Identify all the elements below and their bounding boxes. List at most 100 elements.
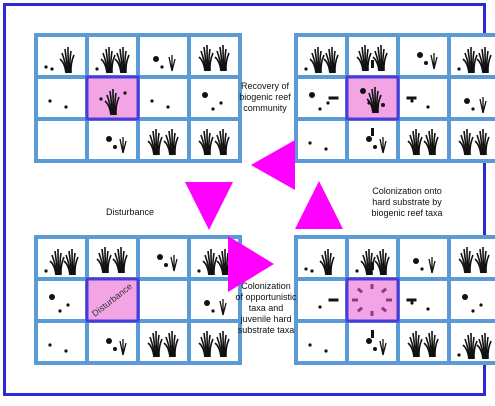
seagrass-icon [198, 128, 214, 156]
dot-icon [420, 267, 424, 271]
seagrass-icon [423, 330, 439, 358]
grid-cell [38, 37, 85, 75]
dot-icon [471, 107, 475, 111]
dot-icon [64, 105, 68, 109]
dot-icon [324, 349, 328, 353]
label-colonization-hard: Colonization onto hard substrate by biog… [371, 186, 443, 218]
seagrass-icon [407, 128, 423, 156]
coral-blob-icon [157, 254, 163, 260]
seagrass-icon [458, 128, 474, 156]
dot-icon [308, 141, 312, 145]
grid-cell [140, 37, 187, 75]
dot-icon [310, 269, 314, 273]
grid-cell [451, 281, 495, 319]
seagrass-icon [114, 46, 130, 74]
coral-blob-icon [106, 338, 112, 344]
grid-cell [191, 323, 238, 361]
dot-icon [66, 303, 70, 307]
seagrass-icon [356, 44, 372, 72]
dot-icon [304, 267, 308, 271]
panel-top-left [34, 33, 242, 163]
sprig-icon [379, 137, 387, 154]
coral-blob-icon [153, 56, 159, 62]
grid-cell [89, 239, 136, 277]
seagrass-icon [100, 46, 116, 74]
coral-blob-icon [417, 52, 423, 58]
dot-icon [318, 305, 322, 309]
grid-cell [89, 323, 136, 361]
dot-icon [457, 67, 461, 71]
seagrass-icon [59, 46, 75, 74]
panel-bottom-right [294, 235, 495, 365]
grid-cell [140, 239, 187, 277]
seagrass-icon [163, 330, 179, 358]
coral-blob-icon [424, 61, 428, 65]
grid-cell [298, 121, 345, 159]
seagrass-icon [458, 246, 474, 274]
seagrass-icon [198, 44, 214, 72]
sprig-icon [379, 339, 387, 356]
settler-mark [380, 306, 388, 313]
dot-icon [211, 107, 215, 111]
dot-icon [219, 101, 223, 105]
coral-blob-icon [464, 98, 470, 104]
coral-blob-icon [113, 347, 117, 351]
seagrass-icon [372, 44, 388, 72]
dot-icon [150, 99, 154, 103]
coral-blob-icon [360, 88, 366, 94]
seagrass-icon [476, 46, 492, 74]
grid-cell [191, 37, 238, 75]
dot-icon [166, 105, 170, 109]
seagrass-icon [147, 128, 163, 156]
seagrass-icon [309, 46, 325, 74]
seagrass-icon [214, 128, 230, 156]
coral-blob-icon [49, 294, 55, 300]
seagrass-icon [214, 330, 230, 358]
grid-cell [38, 281, 85, 319]
triangle-up-icon [295, 181, 343, 229]
dot-icon [211, 309, 215, 313]
seagrass-icon [198, 330, 214, 358]
seagrass-icon [474, 128, 490, 156]
dot-icon [426, 105, 430, 109]
grid-cell [140, 323, 187, 361]
dot-icon [457, 353, 461, 357]
dot-icon [50, 67, 54, 71]
seagrass-icon [96, 246, 112, 274]
settler-mark [380, 287, 388, 294]
grid-cell [38, 79, 85, 117]
grid-cell [451, 79, 495, 117]
seagrass-icon [112, 246, 128, 274]
seagrass-icon [63, 248, 79, 276]
dot-icon [367, 101, 371, 105]
grid-cell [140, 79, 187, 117]
label-disturbance: Disturbance [105, 207, 155, 217]
grid-cell [298, 239, 345, 277]
dot-icon [426, 307, 430, 311]
grid-cell [140, 281, 187, 319]
label-recovery: Recovery of biogenic reef community [239, 81, 291, 113]
dot-icon [326, 101, 330, 105]
dot-icon [48, 343, 52, 347]
dot-icon [58, 309, 62, 313]
coral-blob-icon [366, 136, 372, 142]
dot-icon [95, 67, 99, 71]
seagrass-icon [462, 332, 478, 360]
seagrass-icon [163, 128, 179, 156]
seagrass-icon [374, 248, 390, 276]
sprig-icon [119, 137, 127, 154]
seagrass-icon [476, 332, 492, 360]
colonization-arrows [328, 60, 417, 136]
grid-cell [349, 37, 396, 75]
sprig-icon [168, 55, 176, 72]
dot-icon [99, 97, 103, 101]
sprig-icon [119, 339, 127, 356]
seagrass-icon [214, 44, 230, 72]
grid-cell [400, 239, 447, 277]
panel-top-right [294, 33, 495, 163]
dot-icon [160, 65, 164, 69]
seagrass-icon [147, 330, 163, 358]
settler-mark [356, 306, 364, 313]
coral-blob-icon [373, 347, 377, 351]
